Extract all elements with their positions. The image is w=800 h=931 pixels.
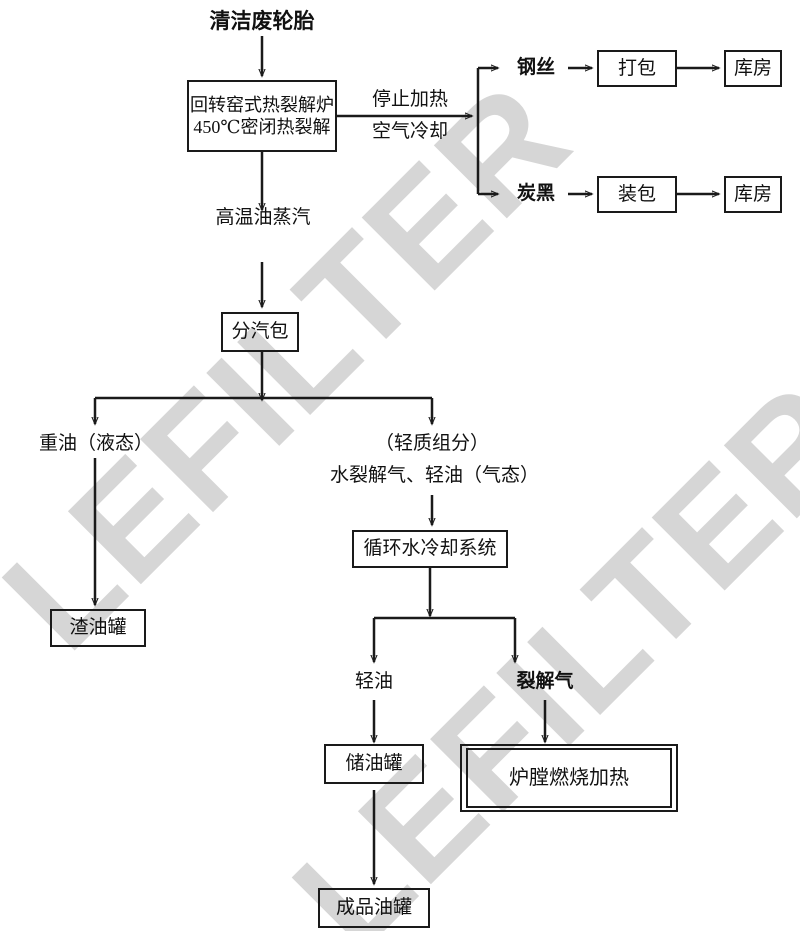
label-carbon-black: 炭黑 bbox=[516, 183, 555, 204]
node-furnace-label: 炉膛燃烧加热 bbox=[509, 766, 629, 789]
label-light-fraction: （轻质组分） bbox=[374, 433, 489, 454]
node-residue-tank[interactable]: 渣油罐 bbox=[50, 609, 146, 647]
node-furnace-inner: 炉膛燃烧加热 bbox=[466, 748, 672, 808]
node-reactor-line1: 回转窑式热裂解炉 bbox=[190, 94, 334, 115]
node-oil-tank[interactable]: 储油罐 bbox=[324, 744, 424, 784]
label-air-cooling: 空气冷却 bbox=[371, 121, 448, 142]
node-reactor[interactable]: 回转窑式热裂解炉 450℃密闭热裂解 bbox=[187, 80, 337, 152]
node-separator[interactable]: 分汽包 bbox=[221, 312, 299, 352]
node-baling[interactable]: 打包 bbox=[597, 50, 677, 87]
label-hot-vapor: 高温油蒸汽 bbox=[215, 207, 311, 228]
node-reactor-line2: 450℃密闭热裂解 bbox=[193, 117, 331, 137]
node-product-tank[interactable]: 成品油罐 bbox=[318, 888, 430, 928]
node-bagging[interactable]: 装包 bbox=[597, 176, 677, 213]
label-heavy-oil: 重油（液态） bbox=[38, 433, 153, 454]
label-light-oil: 轻油 bbox=[354, 671, 393, 692]
node-warehouse-steelwire[interactable]: 库房 bbox=[724, 50, 782, 87]
label-cracked-gas: 裂解气 bbox=[516, 671, 574, 692]
label-steel-wire: 钢丝 bbox=[516, 57, 555, 78]
label-light-fraction-detail: 水裂解气、轻油（气态） bbox=[330, 465, 540, 486]
node-warehouse-carbonblack[interactable]: 库房 bbox=[724, 176, 782, 213]
node-cooling-system[interactable]: 循环水冷却系统 bbox=[352, 530, 508, 568]
label-input: 清洁废轮胎 bbox=[209, 9, 315, 33]
node-furnace[interactable]: 炉膛燃烧加热 bbox=[460, 744, 678, 812]
label-stop-heating: 停止加热 bbox=[371, 89, 448, 110]
